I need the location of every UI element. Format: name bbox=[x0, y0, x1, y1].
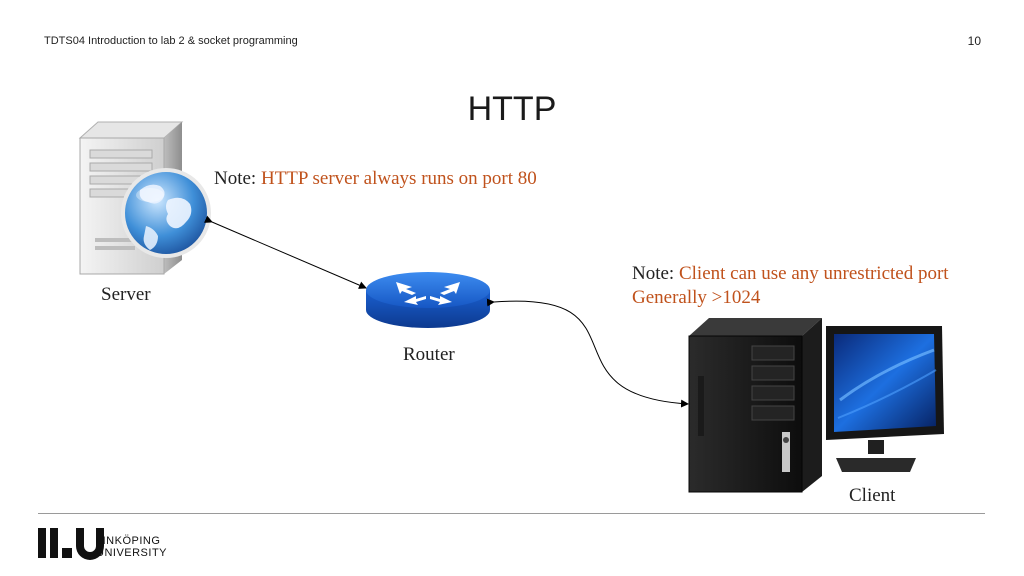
server-note-prefix: Note: bbox=[214, 168, 257, 189]
client-note-prefix: Note: bbox=[632, 263, 675, 284]
server-note: Note: HTTP server always runs on port 80 bbox=[214, 168, 537, 190]
server-label: Server bbox=[101, 284, 151, 305]
client-note: Note: Client can use any unrestricted po… bbox=[632, 263, 949, 309]
router-icon bbox=[366, 272, 490, 328]
client-label: Client bbox=[849, 485, 896, 506]
router-label: Router bbox=[403, 344, 455, 365]
footer-divider bbox=[38, 513, 985, 514]
client-note-line2: Generally >1024 bbox=[632, 287, 761, 308]
slide-title: HTTP bbox=[467, 90, 557, 128]
course-title: TDTS04 Introduction to lab 2 & socket pr… bbox=[44, 35, 298, 47]
logo-line2: UNIVERSITY bbox=[96, 547, 168, 559]
monitor-icon bbox=[826, 326, 944, 472]
server-router-link bbox=[203, 215, 367, 289]
logo-line1: LINKÖPING bbox=[96, 535, 161, 547]
router-client-link bbox=[486, 298, 689, 408]
client-note-line1: Client can use any unrestricted port bbox=[678, 263, 949, 284]
liu-logo-mark bbox=[38, 528, 104, 560]
university-logo: LINKÖPING UNIVERSITY bbox=[96, 535, 167, 559]
page-number: 10 bbox=[967, 34, 981, 48]
client-computer-icon bbox=[688, 318, 822, 493]
globe-icon bbox=[121, 168, 211, 258]
server-note-text: HTTP server always runs on port 80 bbox=[260, 168, 537, 189]
